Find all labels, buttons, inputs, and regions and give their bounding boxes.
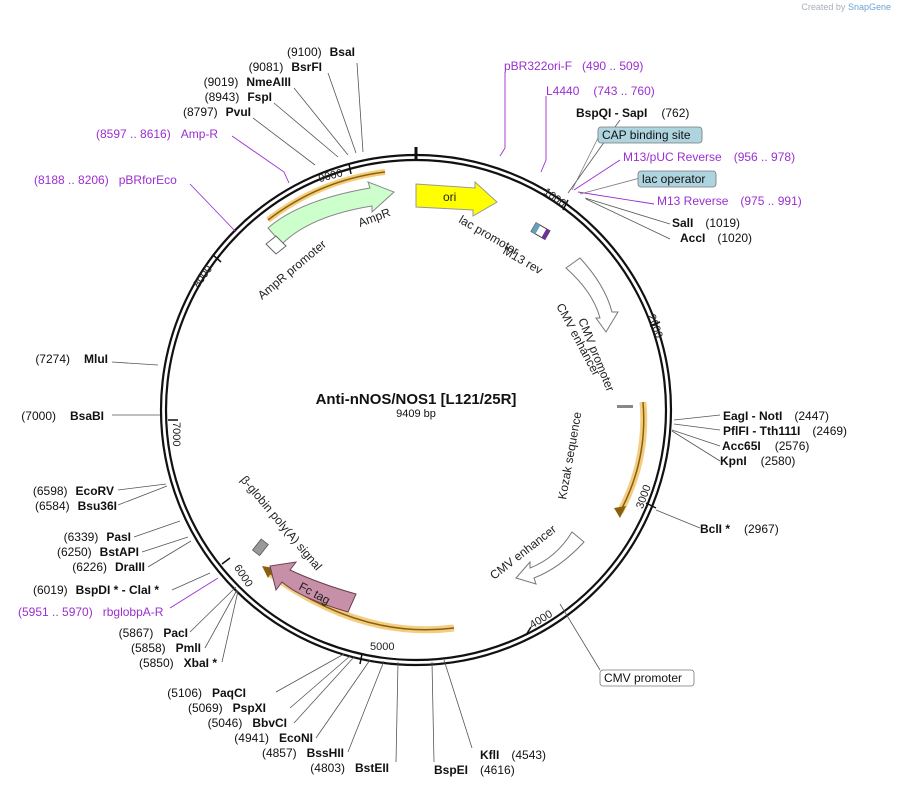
tick-label-7000: 7000 (170, 422, 182, 446)
site-bcli[interactable]: BclI *(2967) (700, 522, 779, 536)
tick-label-1000: 1000 (541, 186, 568, 210)
site-nmeaiii[interactable]: (9019)NmeAIII (204, 75, 291, 89)
site-draiii[interactable]: (6226)DraIII (72, 560, 145, 574)
cmv-promoter-box[interactable] (599, 669, 695, 687)
site-bsrfi[interactable]: (9081)BsrFI (249, 60, 322, 74)
site-bbvci[interactable]: (5046)BbvCI (208, 716, 287, 730)
primer-amp-r[interactable]: (8597 .. 8616)Amp-R (96, 127, 218, 141)
primer-m13-reverse[interactable]: M13 Reverse(975 .. 991) (657, 194, 802, 208)
primer-pbr322ori-f[interactable]: pBR322ori-F(490 .. 509) (504, 59, 643, 73)
primer-pbrforeco[interactable]: (8188 .. 8206)pBRforEco (34, 173, 177, 187)
fc-tag-feature[interactable] (269, 561, 357, 613)
site-labels: (9100)BsaI (9081)BsrFI (9019)NmeAIII (89… (21, 45, 847, 777)
insert-line-right (619, 401, 645, 513)
ori-feature[interactable] (415, 180, 498, 217)
primer-l4440[interactable]: L4440(743 .. 760) (546, 84, 655, 98)
credit-prefix: Created by (801, 2, 846, 12)
tick-label-5000: 5000 (370, 641, 394, 653)
site-paqci[interactable]: (5106)PaqCI (167, 686, 246, 700)
site-pflfi-tth111i[interactable]: PflFI - Tth111I(2469) (723, 424, 847, 438)
site-mlui[interactable]: (7274)MluI (35, 352, 108, 366)
primer-m13-puc-reverse[interactable]: M13/pUC Reverse(956 .. 978) (623, 150, 795, 164)
site-bspdi-clai[interactable]: (6019)BspDI * - ClaI * (33, 583, 159, 597)
site-pasi[interactable]: (6339)PasI (64, 530, 131, 544)
ampr-promoter-label: AmpR promoter (255, 237, 329, 302)
lac-operator-label: lac operator (642, 172, 705, 186)
site-fspi[interactable]: (8943)FspI (205, 90, 272, 104)
site-sali[interactable]: SalI(1019) (672, 216, 740, 230)
site-bsteii[interactable]: (4803)BstEII (310, 761, 389, 775)
site-bsu36i[interactable]: (6584)Bsu36I (35, 499, 117, 513)
snapgene-brand: SnapGene (847, 2, 891, 12)
site-eagi-noti[interactable]: EagI - NotI(2447) (723, 409, 829, 423)
bglobin-label: β-globin poly(A) signal (238, 473, 325, 573)
site-bsshii[interactable]: (4857)BssHII (262, 746, 344, 760)
site-acci[interactable]: AccI(1020) (680, 231, 752, 245)
primer-leader-lines (169, 72, 655, 609)
site-bsai[interactable]: (9100)BsaI (287, 45, 355, 59)
site-paci[interactable]: (5867)PacI (119, 626, 188, 640)
site-bspei[interactable]: BspEI(4616) (434, 763, 515, 777)
site-bstapi[interactable]: (6250)BstAPI (57, 545, 139, 559)
site-pspxi[interactable]: (5069)PspXI (188, 701, 266, 715)
plasmid-name: Anti-nNOS/NOS1 [L121/25R] (316, 391, 517, 408)
primer-labels: pBR322ori-F(490 .. 509) L4440(743 .. 760… (18, 59, 802, 619)
snapgene-credit: Created by SnapGene (801, 2, 891, 12)
kozak-feature[interactable] (617, 405, 633, 408)
site-bspqi-sapi[interactable]: BspQI - SapI(762) (576, 106, 689, 120)
site-leader-lines (111, 62, 721, 763)
site-bsabi[interactable]: (7000)BsaBI (21, 409, 104, 423)
cap-binding-site-box[interactable] (597, 126, 703, 144)
insert-arrow-right (614, 506, 626, 518)
cmv-enhancer-feature-2[interactable] (515, 531, 585, 585)
ampr-primer-line (267, 171, 386, 221)
box-leader-lines (571, 133, 641, 195)
tick-label-4000: 4000 (528, 608, 555, 631)
m13-rev-label: M13 rev (501, 243, 546, 277)
site-ecorv[interactable]: (6598)EcoRV (33, 484, 114, 498)
bglobin-feature[interactable] (251, 538, 269, 557)
cap-binding-site-label: CAP binding site (602, 128, 691, 142)
lac-promoter-feature[interactable] (530, 222, 551, 241)
ori-label: ori (443, 190, 456, 204)
site-pmli[interactable]: (5858)PmlI (131, 641, 201, 655)
site-xbai[interactable]: (5850)XbaI * (139, 656, 217, 670)
ampr-promoter-feature[interactable] (265, 235, 287, 255)
cmv-enhancer-feature-1[interactable] (565, 257, 619, 333)
primer-rbglobpa-r[interactable]: (5951 .. 5970)rbglobpA-R (18, 605, 164, 619)
plasmid-length: 9409 bp (396, 408, 436, 420)
lac-operator-box[interactable] (637, 170, 717, 188)
cmv-promoter-label: CMV promoter (604, 671, 682, 685)
boxed-labels: CAP binding site lac operator CMV promot… (597, 126, 717, 687)
site-kpni[interactable]: KpnI(2580) (720, 454, 795, 468)
site-acc65i[interactable]: Acc65I(2576) (722, 439, 809, 453)
ampr-feature[interactable] (267, 181, 395, 245)
tick-label-2000: 2000 (645, 313, 665, 340)
site-kfli[interactable]: KflI(4543) (480, 748, 546, 762)
tick-label-6000: 6000 (231, 562, 255, 589)
site-econi[interactable]: (4941)EcoNI (234, 731, 313, 745)
site-pvui[interactable]: (8797)PvuI (183, 105, 251, 119)
kozak-label: Kozak sequence (555, 410, 584, 500)
